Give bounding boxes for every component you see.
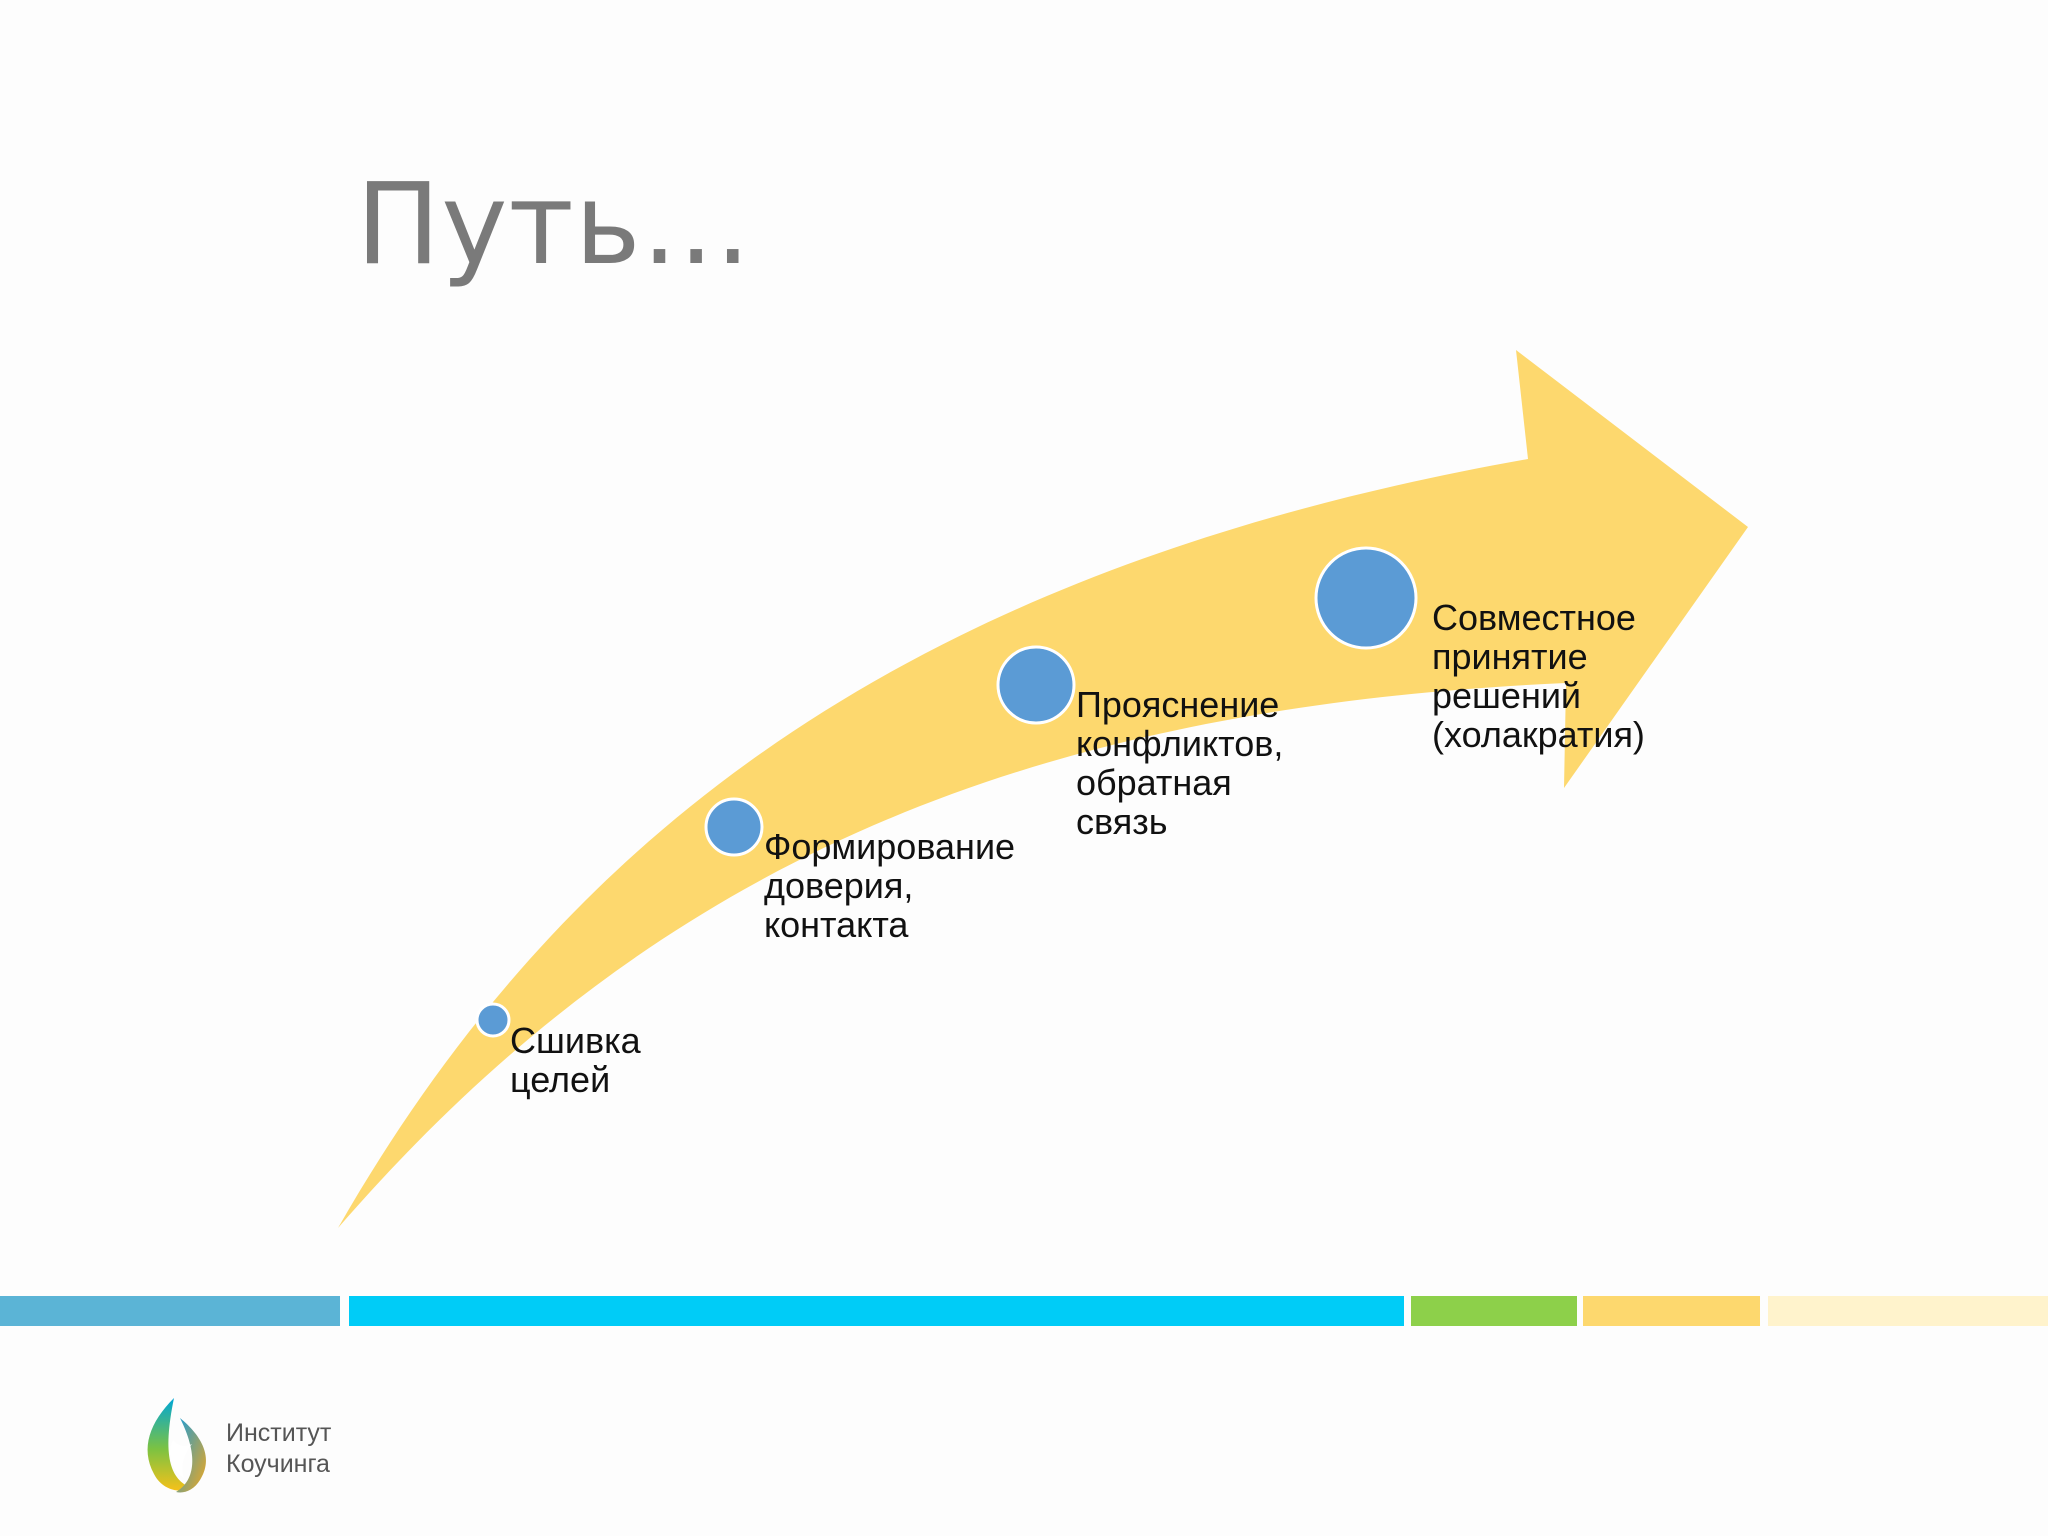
footer-bar-3 bbox=[1411, 1296, 1577, 1326]
footer-bar-4 bbox=[1583, 1296, 1760, 1326]
step-label-2: Формирование доверия, контакта bbox=[764, 827, 1015, 944]
step-circle-2 bbox=[704, 797, 764, 857]
step-label-line: принятие bbox=[1432, 636, 1588, 677]
step-circle-3 bbox=[996, 645, 1076, 725]
step-label-line: решений bbox=[1432, 675, 1582, 716]
logo-text: Институт Коучинга bbox=[226, 1418, 331, 1480]
footer-bar-1 bbox=[0, 1296, 340, 1326]
step-label-line: доверия, bbox=[764, 865, 914, 906]
logo-line: Институт bbox=[226, 1419, 332, 1447]
step-label-line: связь bbox=[1076, 801, 1168, 842]
step-circle-4 bbox=[1314, 546, 1418, 650]
step-label-line: целей bbox=[510, 1059, 611, 1100]
flame-logo-icon bbox=[147, 1398, 207, 1493]
step-label-line: конфликтов, bbox=[1076, 723, 1284, 764]
step-label-line: Формирование bbox=[764, 826, 1016, 867]
slide-title: Путь... bbox=[356, 160, 752, 290]
step-label-line: Сшивка bbox=[510, 1020, 641, 1061]
logo-line: Коучинга bbox=[226, 1450, 330, 1478]
step-label-line: Прояснение bbox=[1076, 684, 1280, 725]
step-circle-1 bbox=[475, 1002, 511, 1038]
step-label-3: Прояснение конфликтов, обратная связь bbox=[1076, 685, 1283, 841]
step-label-line: Совместное bbox=[1432, 597, 1636, 638]
step-label-line: (холакратия) bbox=[1432, 714, 1645, 755]
footer-bar-5 bbox=[1768, 1296, 2048, 1326]
step-label-line: обратная bbox=[1076, 762, 1232, 803]
footer-bar-2 bbox=[349, 1296, 1404, 1326]
step-label-4: Совместное принятие решений (холакратия) bbox=[1432, 598, 1645, 754]
step-label-line: контакта bbox=[764, 904, 909, 945]
step-label-1: Сшивка целей bbox=[510, 1021, 641, 1099]
